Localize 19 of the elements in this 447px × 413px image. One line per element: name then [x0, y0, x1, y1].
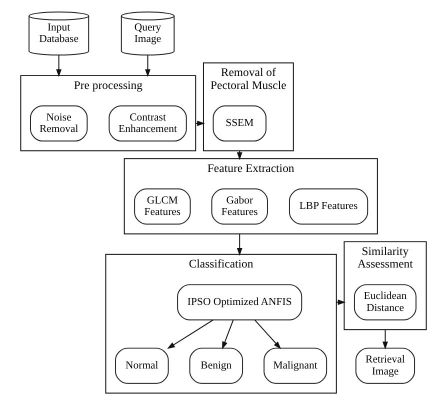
arrow — [382, 329, 388, 350]
arrow — [236, 233, 242, 256]
node-box: GLCM Features — [134, 188, 191, 225]
node-box: Normal — [115, 348, 169, 384]
node-box: Noise Removal — [30, 105, 88, 142]
node-box: LBP Features — [288, 188, 368, 225]
node-box: SSEM — [212, 105, 266, 142]
arrow — [56, 54, 62, 78]
node-box: Malignant — [264, 348, 328, 384]
node-box: IPSO Optimized ANFIS — [177, 284, 302, 320]
node-box: Retrieval Image — [355, 348, 416, 384]
node-box: Euclidean Distance — [354, 284, 416, 320]
node-box: Contrast Enhancement — [108, 105, 187, 142]
node-box: Benign — [189, 348, 244, 384]
arrow — [167, 319, 214, 349]
arrow — [222, 320, 234, 350]
arrow — [254, 320, 282, 350]
arrow — [145, 54, 150, 78]
node-box: Gabor Features — [211, 188, 268, 225]
